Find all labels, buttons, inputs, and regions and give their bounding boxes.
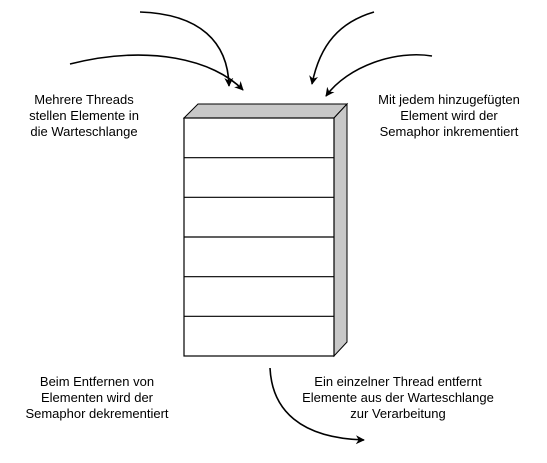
queue-side-face bbox=[333, 102, 348, 358]
incoming-arrow-left-top bbox=[139, 11, 234, 87]
semaphore-increment-label: Mit jedem hinzugefügten Element wird der… bbox=[378, 92, 520, 139]
incoming-arrow-left-bottom bbox=[69, 54, 244, 91]
producers-label: Mehrere Threads stellen Elemente in die … bbox=[29, 92, 139, 139]
queue-slot-dividers bbox=[184, 157, 334, 317]
outgoing-arrow bbox=[269, 367, 365, 445]
queue bbox=[182, 102, 349, 358]
incoming-arrow-right-top bbox=[309, 11, 375, 85]
incoming-arrow-right-bottom bbox=[325, 53, 433, 97]
semaphore-decrement-label: Beim Entfernen von Elementen wird der Se… bbox=[25, 374, 169, 421]
queue-top-face bbox=[182, 103, 349, 119]
consumer-label: Ein einzelner Thread entfernt Elemente a… bbox=[302, 374, 494, 421]
